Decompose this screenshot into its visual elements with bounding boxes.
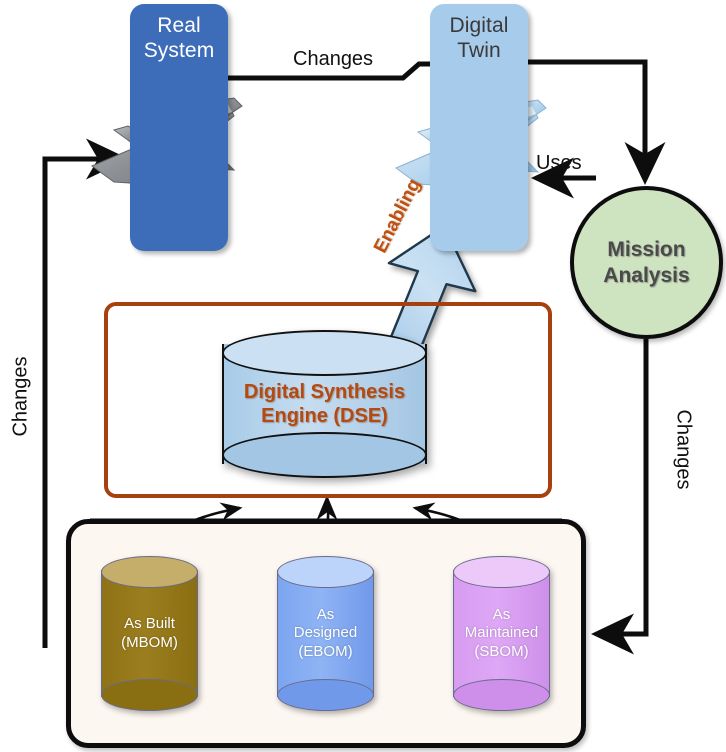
edge-label-changes-right: Changes [672, 409, 695, 490]
node-as-built-mbom[interactable]: As Built (MBOM) [101, 556, 198, 711]
cylinder-bottom [277, 679, 374, 711]
node-digital-synthesis-engine[interactable]: Digital Synthesis Engine (DSE) [222, 330, 427, 478]
edge-uses [530, 157, 596, 199]
cylinder-top [277, 556, 374, 588]
node-as-designed-ebom[interactable]: As Designed (EBOM) [277, 556, 374, 711]
cylinder-top [222, 330, 427, 376]
edge-changes-right [590, 339, 649, 655]
node-mission-analysis[interactable]: Mission Analysis [570, 186, 723, 339]
node-real-system[interactable]: Real System [130, 4, 228, 251]
cylinder-bottom [101, 679, 198, 711]
cylinder-top [101, 556, 198, 588]
cylinder-body [277, 570, 374, 697]
dse-container [104, 302, 552, 498]
cylinder-bottom [222, 432, 427, 478]
real-system-label: Real System [143, 14, 215, 62]
edge-label-changes-left: Changes [9, 356, 32, 437]
node-digital-twin[interactable]: Digital Twin [430, 4, 528, 251]
mission-analysis-label: Mission Analysis [603, 238, 690, 287]
cylinder-bottom [453, 679, 550, 711]
edge-changes-top [228, 61, 430, 81]
node-as-maintained-sbom[interactable]: As Maintained (SBOM) [453, 556, 550, 711]
dse-label: Digital Synthesis Engine (DSE) [243, 380, 406, 427]
digital-twin-label: Digital Twin [449, 14, 509, 62]
edge-label-changes-top: Changes [293, 48, 374, 70]
edge-changes-left [42, 138, 130, 648]
edge-label-uses: Uses [536, 152, 582, 174]
cylinder-body [101, 570, 198, 697]
as-built-label: As Built (MBOM) [121, 615, 178, 651]
edge-twin-to-mission [528, 59, 666, 186]
cylinder-top [453, 556, 550, 588]
as-maintained-label: As Maintained (SBOM) [464, 606, 539, 660]
cylinder-body [453, 570, 550, 697]
as-designed-label: As Designed (EBOM) [293, 606, 358, 660]
